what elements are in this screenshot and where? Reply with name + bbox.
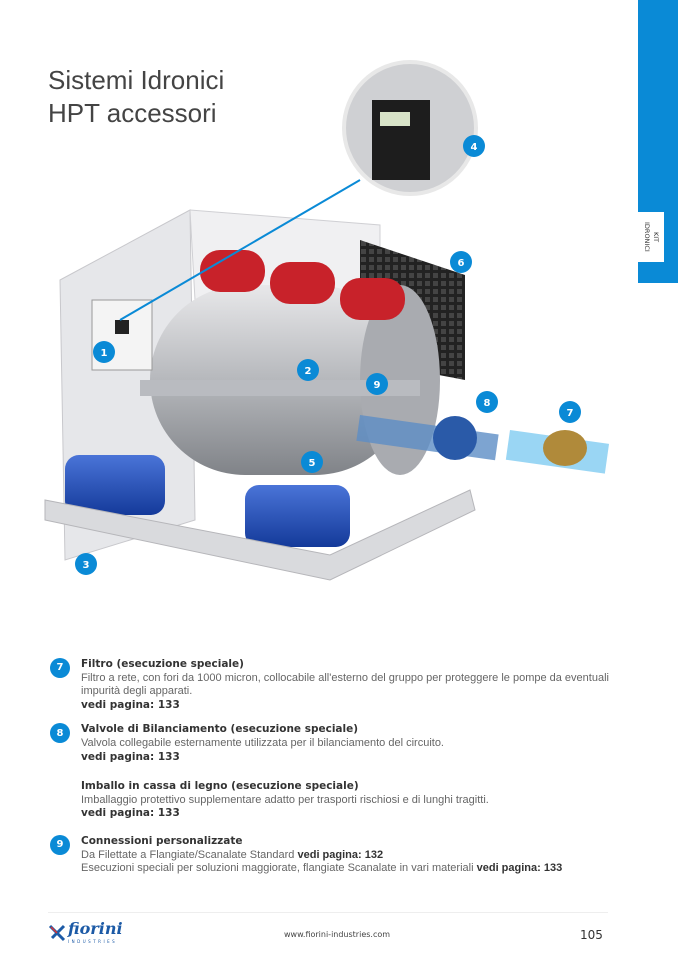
- fiorini-logo: fiorini INDUSTRIES: [48, 920, 123, 945]
- svg-text:5: 5: [309, 458, 316, 469]
- website-url[interactable]: www.fiorini-industries.com: [284, 930, 391, 939]
- svg-text:6: 6: [458, 258, 465, 269]
- page-number: 105: [580, 928, 603, 942]
- svg-text:8: 8: [484, 398, 491, 409]
- item-title: Valvole di Bilanciamento (esecuzione spe…: [81, 723, 359, 736]
- footer-divider: [48, 912, 608, 913]
- item-page-ref: vedi pagina: 133: [476, 862, 563, 875]
- item-description: Filtro a rete, con fori da 1000 micron, …: [81, 671, 609, 698]
- list-item: 7 Filtro (esecuzione speciale) Filtro a …: [50, 658, 640, 712]
- item-page-ref: vedi pagina: 133: [81, 750, 180, 763]
- page-title: Sistemi Idronici HPT accessori: [48, 64, 224, 130]
- callout-4: 4: [463, 135, 485, 157]
- callout-2: 2: [297, 359, 319, 381]
- svg-text:4: 4: [471, 142, 478, 153]
- item-description: Valvola collegabile esternamente utilizz…: [81, 736, 444, 749]
- item-badge: 8: [50, 723, 70, 744]
- item-title: Connessioni personalizzate: [81, 834, 243, 847]
- svg-text:7: 7: [567, 408, 574, 419]
- callout-5: 5: [301, 451, 323, 473]
- title-line-1: Sistemi Idronici: [48, 65, 225, 95]
- callout-7: 7: [559, 401, 581, 423]
- list-item: 9 Connessioni personalizzate Da Filettat…: [50, 834, 640, 876]
- callout-1: 1: [93, 341, 115, 363]
- item-page-ref: vedi pagina: 133: [81, 698, 180, 711]
- item-badge: 9: [50, 834, 70, 855]
- accessory-list: 7 Filtro (esecuzione speciale) Filtro a …: [50, 658, 640, 876]
- item-page-ref: vedi pagina: 133: [81, 807, 180, 820]
- svg-text:2: 2: [305, 366, 312, 377]
- svg-text:3: 3: [83, 560, 90, 571]
- svg-text:1: 1: [101, 348, 108, 359]
- callout-9: 9: [366, 373, 388, 395]
- logo-text: fiorini: [68, 919, 123, 938]
- item-title: Filtro (esecuzione speciale): [81, 658, 244, 670]
- list-item: Imballo in cassa di legno (esecuzione sp…: [50, 780, 640, 821]
- svg-text:9: 9: [374, 380, 381, 391]
- item-page-ref: vedi pagina: 132: [297, 848, 384, 861]
- product-illustration: 1 2 3 4 5 6 7 8 9: [44, 60, 610, 581]
- tab-label-line-2: IDRONICI: [643, 222, 651, 252]
- callout-6: 6: [450, 251, 472, 273]
- item-line-2: Esecuzioni speciali per soluzioni maggio…: [81, 862, 474, 875]
- item-badge: 7: [50, 658, 70, 678]
- title-line-2: HPT accessori: [48, 98, 217, 128]
- tab-label-line-1: KIT: [652, 231, 660, 243]
- list-item: 8 Valvole di Bilanciamento (esecuzione s…: [50, 723, 640, 764]
- item-line-1: Da Filettate a Flangiate/Scanalate Stand…: [81, 848, 295, 861]
- callout-8: 8: [476, 391, 498, 413]
- item-title: Imballo in cassa di legno (esecuzione sp…: [81, 780, 359, 793]
- logo-mark-icon: [48, 924, 66, 941]
- logo-subtext: INDUSTRIES: [68, 939, 118, 944]
- item-description: Imballaggio protettivo supplementare ada…: [81, 793, 489, 806]
- callout-3: 3: [75, 553, 97, 575]
